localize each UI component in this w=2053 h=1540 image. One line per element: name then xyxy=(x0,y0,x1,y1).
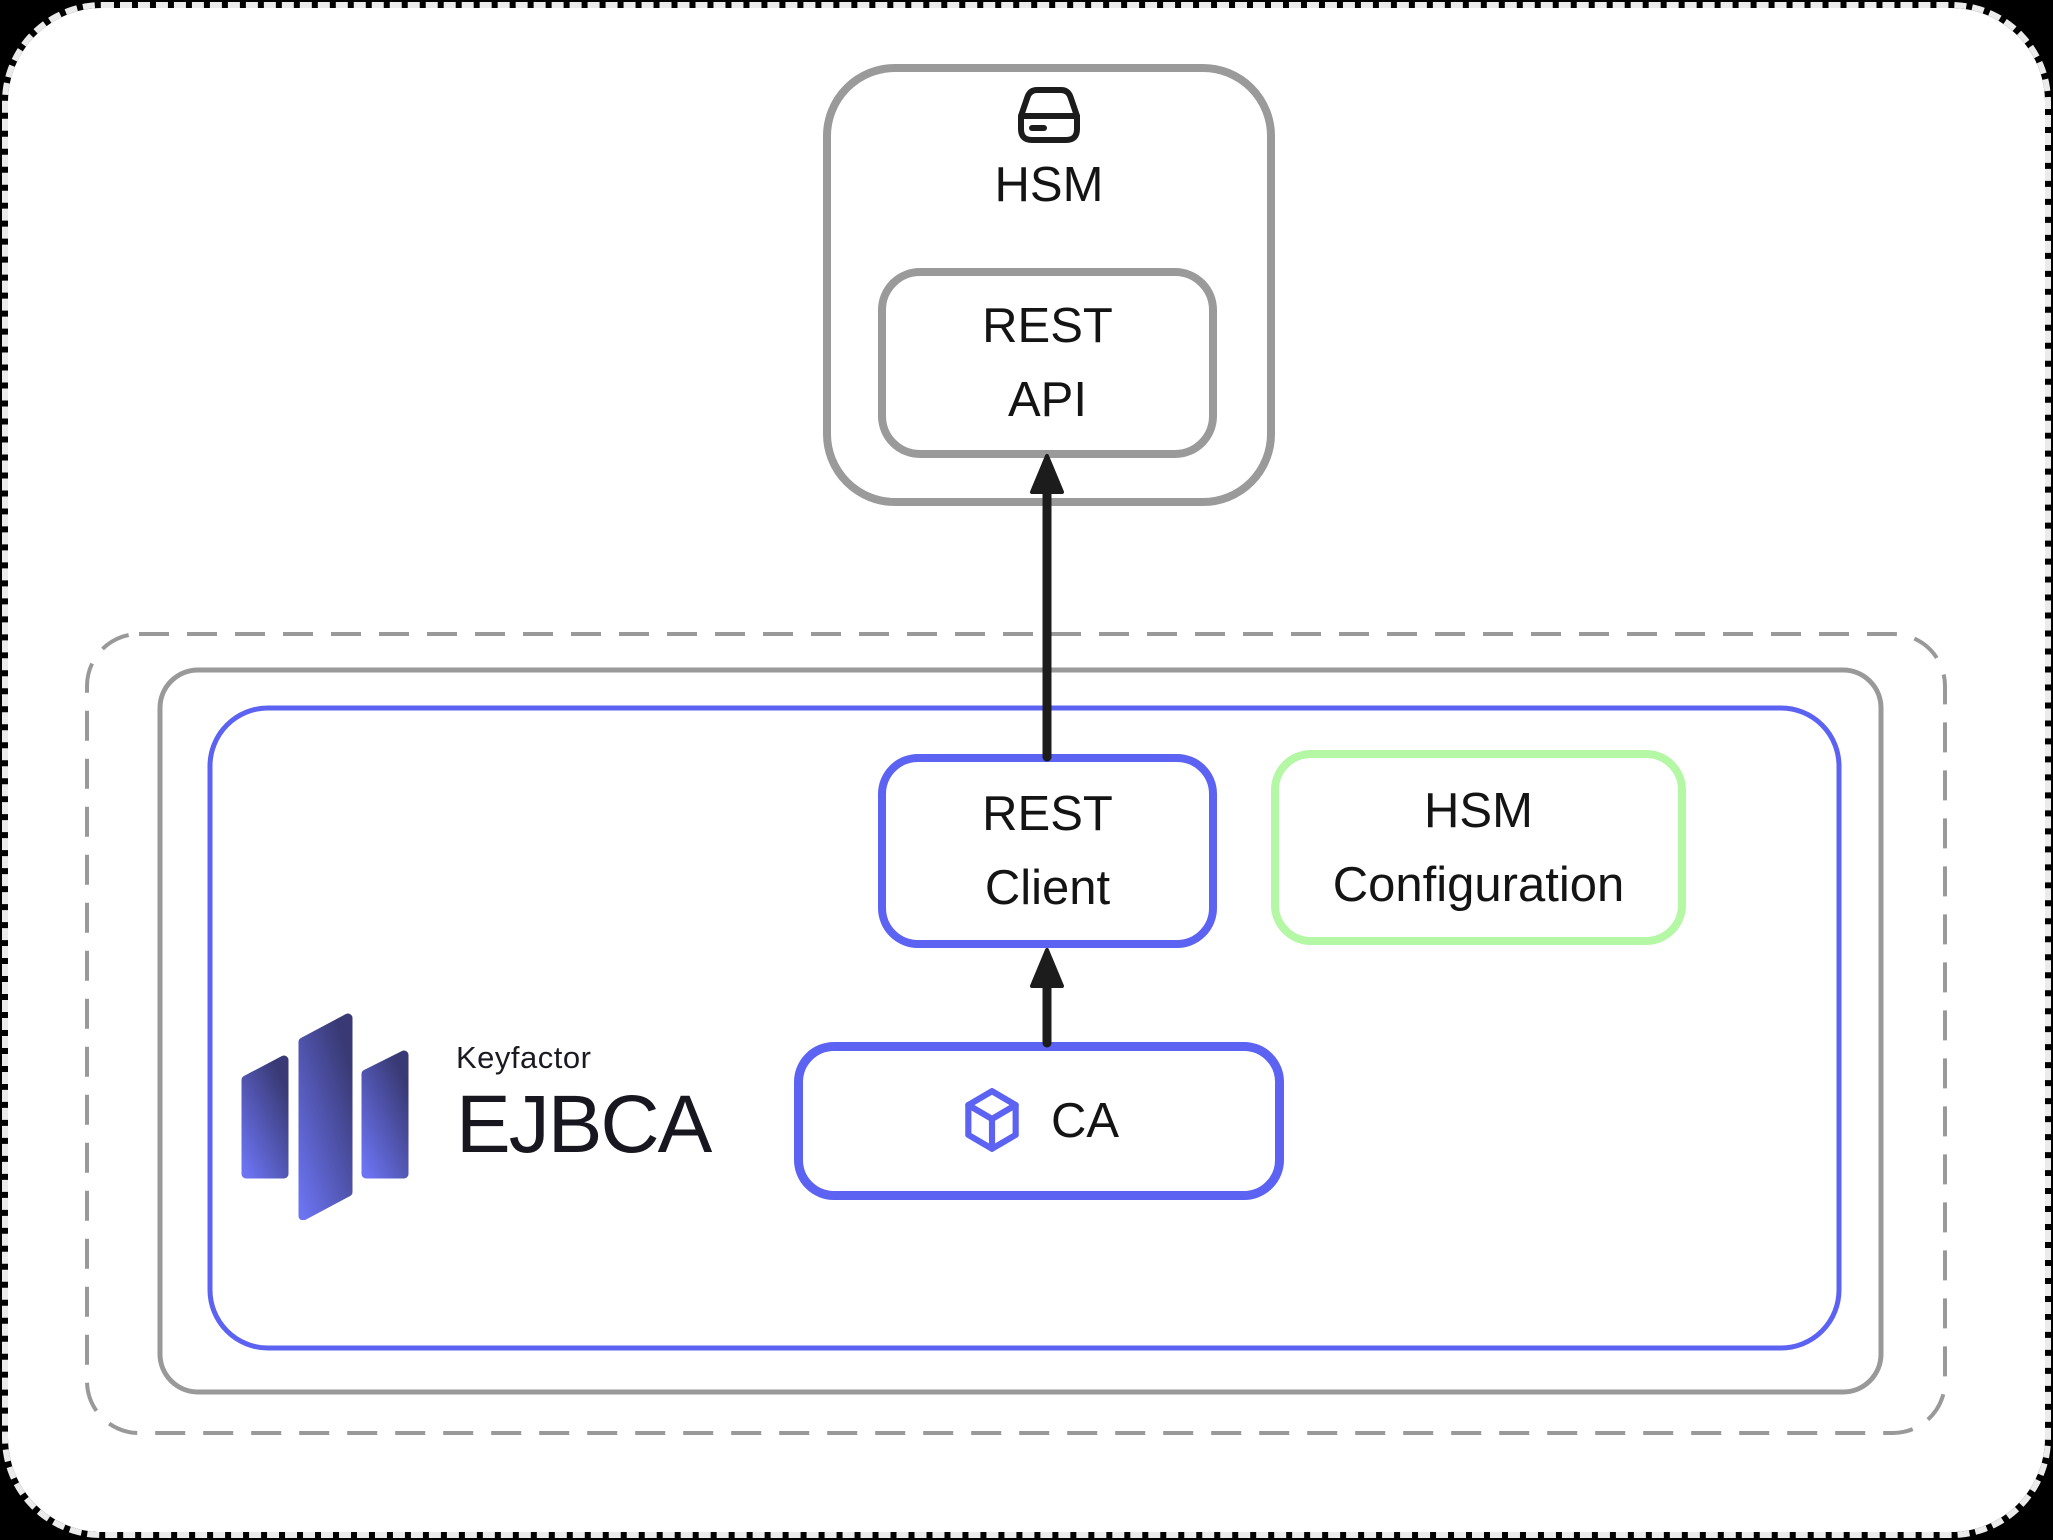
rest-api-node: REST API xyxy=(878,268,1217,458)
rest-client-label: REST Client xyxy=(982,787,1113,915)
rest-client-node: REST Client xyxy=(878,754,1217,948)
hsm-configuration-node: HSM Configuration xyxy=(1271,750,1686,945)
ca-label: CA xyxy=(1050,1094,1120,1148)
keyfactor-ejbca-logo: Keyfactor EJBCA xyxy=(240,1008,712,1220)
logo-product-text: EJBCA xyxy=(456,1079,712,1170)
cube-icon xyxy=(965,1088,1019,1152)
hsm-configuration-label: HSM Configuration xyxy=(1332,783,1625,912)
logo-brand-text: Keyfactor xyxy=(456,1040,592,1075)
hsm-label: HSM xyxy=(994,158,1104,212)
logo-text: Keyfactor EJBCA xyxy=(456,1008,712,1172)
external-drive-icon xyxy=(1018,87,1080,143)
rest-api-label: REST API xyxy=(982,299,1113,427)
ca-node: CA xyxy=(794,1042,1284,1200)
keyfactor-bars-icon xyxy=(241,1013,409,1220)
